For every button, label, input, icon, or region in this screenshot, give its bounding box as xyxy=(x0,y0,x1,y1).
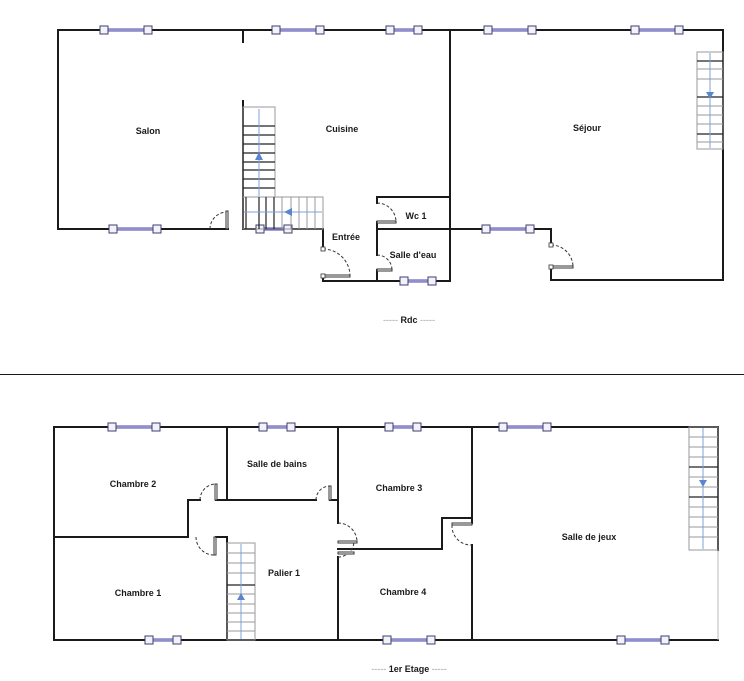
floor-caption-etage1-text: 1er Etage xyxy=(388,664,430,674)
door-chambre2 xyxy=(199,483,218,501)
floor-caption-etage1: ----- 1er Etage ----- xyxy=(371,664,447,674)
door-chambre1 xyxy=(195,536,217,556)
window xyxy=(107,223,163,235)
window xyxy=(143,634,183,646)
room-label-cuisine: Cuisine xyxy=(325,124,359,134)
window xyxy=(480,223,536,235)
room-label-palier-1: Palier 1 xyxy=(267,568,301,578)
door-entree xyxy=(320,246,351,279)
window xyxy=(98,24,154,36)
window xyxy=(270,24,326,36)
staircase-etage-jeux xyxy=(688,426,719,551)
room-label-chambre-3: Chambre 3 xyxy=(375,483,423,493)
staircase-rdc-sejour xyxy=(696,51,724,150)
window xyxy=(381,634,437,646)
window xyxy=(615,634,671,646)
staircase-rdc-main xyxy=(242,106,324,230)
room-label-sejour: Séjour xyxy=(572,123,602,133)
room-label-chambre-4: Chambre 4 xyxy=(379,587,427,597)
window xyxy=(629,24,685,36)
room-label-entree: Entrée xyxy=(331,232,361,242)
floor-rdc xyxy=(57,24,724,287)
room-label-salle-de-bains: Salle de bains xyxy=(246,459,308,469)
door-sejour xyxy=(548,242,574,270)
room-label-chambre-2: Chambre 2 xyxy=(109,479,157,489)
window xyxy=(383,421,423,433)
floor-etage1 xyxy=(53,421,719,646)
window xyxy=(106,421,162,433)
window xyxy=(398,275,438,287)
door-salon xyxy=(209,210,229,230)
door-chambre3 xyxy=(337,522,358,544)
window xyxy=(257,421,297,433)
window xyxy=(482,24,538,36)
floor-caption-rdc: ----- Rdc ----- xyxy=(382,315,436,325)
window xyxy=(497,421,553,433)
door-salle-deau xyxy=(376,254,393,272)
door-chambre4 xyxy=(337,540,355,558)
door-salle-de-bains xyxy=(315,485,332,501)
room-label-wc: Wc 1 xyxy=(405,211,427,221)
room-label-salle-deau: Salle d'eau xyxy=(389,250,437,260)
room-label-salle-de-jeux: Salle de jeux xyxy=(561,532,617,542)
floor-divider xyxy=(0,374,744,375)
staircase-etage-palier xyxy=(226,542,256,641)
room-label-chambre-1: Chambre 1 xyxy=(114,588,162,598)
window xyxy=(384,24,424,36)
room-label-salon: Salon xyxy=(135,126,161,136)
floor-caption-rdc-text: Rdc xyxy=(400,315,418,325)
door-salle-de-jeux xyxy=(451,522,473,546)
door-wc xyxy=(376,202,397,224)
